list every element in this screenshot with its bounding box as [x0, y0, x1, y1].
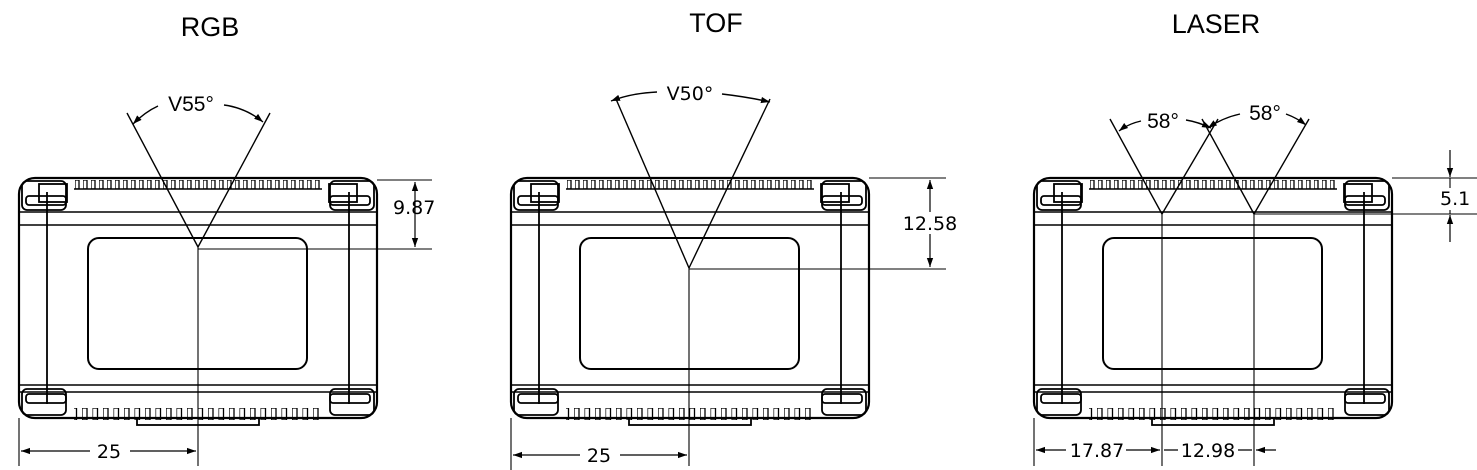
- rgb-fov-label: V55°: [168, 93, 214, 116]
- rgb-fov-line-right: [197, 112, 271, 248]
- rgb-fov-arc-left: [132, 105, 159, 125]
- tof-fov-line-left: [615, 98, 690, 269]
- laser-left-fov-label: 58°: [1147, 110, 1179, 133]
- laser-title: LASER: [1172, 9, 1261, 39]
- rgb-module-group: RGB V55° 9.87 25: [17, 12, 435, 466]
- laser-left-fov-line-b: [1161, 118, 1219, 215]
- tof-fov-line-right: [688, 98, 771, 269]
- rgb-title: RGB: [181, 12, 240, 42]
- laser-right-fov-line-a: [1201, 118, 1255, 215]
- tof-height-label: 12.58: [903, 213, 957, 235]
- laser-offset-label-1: 17.87: [1070, 440, 1124, 462]
- tof-fov-arc-left: [610, 91, 658, 102]
- laser-height-label: 5.1: [1440, 188, 1470, 210]
- laser-offset-label-2: 12.98: [1181, 440, 1235, 462]
- rgb-fov-line-left: [126, 112, 199, 248]
- laser-module-group: LASER 58° 58° 5.1 17.87 12.9: [1032, 9, 1477, 466]
- tof-fov-arc-right: [721, 93, 771, 104]
- tof-module-group: TOF V50° 12.58 25: [509, 8, 960, 470]
- tof-title: TOF: [689, 8, 743, 38]
- tof-fov-label: V50°: [667, 83, 714, 105]
- tof-module-body: [509, 176, 871, 427]
- laser-left-fov-line-a: [1109, 118, 1163, 215]
- laser-left-arc-right: [1185, 119, 1212, 129]
- rgb-fov-arc-right: [223, 104, 264, 123]
- laser-right-arc-right: [1285, 113, 1307, 126]
- laser-right-arc-left: [1207, 113, 1241, 129]
- tof-offset-label: 25: [587, 445, 611, 467]
- laser-right-fov-label: 58°: [1249, 102, 1281, 125]
- laser-right-fov-line-b: [1253, 118, 1310, 215]
- laser-module-body: [1032, 176, 1394, 427]
- laser-left-arc-left: [1118, 120, 1142, 132]
- rgb-offset-label: 25: [97, 441, 121, 463]
- rgb-height-label: 9.87: [393, 197, 435, 219]
